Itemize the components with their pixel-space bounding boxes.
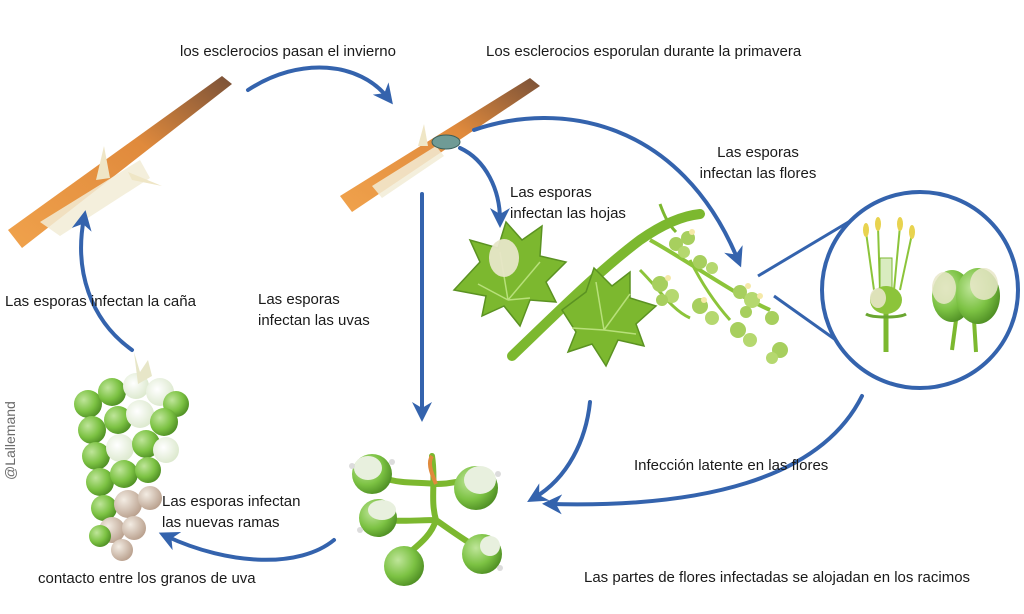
flower-clusters bbox=[652, 229, 788, 364]
infected-grape-cluster bbox=[74, 352, 189, 561]
young-grape-cluster bbox=[349, 453, 503, 586]
label-spores-infect-leaves-line2: infectan las hojas bbox=[510, 205, 626, 222]
label-sclerotia-sporulate: Los esclerocios esporulan durante la pri… bbox=[486, 43, 802, 60]
overwintering-cane bbox=[8, 76, 232, 248]
label-spores-infect-new-shoots-line1: Las esporas infectan bbox=[162, 493, 301, 510]
sporulating-cane bbox=[340, 78, 540, 212]
arrow-to-leaves bbox=[458, 146, 510, 228]
label-sclerotia-overwinter: los esclerocios pasan el invierno bbox=[180, 43, 396, 60]
infected-leaf bbox=[452, 220, 568, 328]
label-spores-infect-flowers: Las esporas infectan las flores bbox=[688, 142, 828, 184]
label-flower-parts-lodged: Las partes de flores infectadas se aloja… bbox=[584, 569, 971, 586]
label-spores-infect-grapes-line2: infectan las uvas bbox=[258, 312, 370, 329]
label-berry-contact: contacto entre los granos de uva bbox=[38, 570, 256, 587]
label-latent-infection: Infección latente en las flores bbox=[634, 457, 829, 474]
label-spores-infect-new-shoots-line2: las nuevas ramas bbox=[162, 514, 280, 531]
arrow-overwinter-to-spring bbox=[246, 65, 393, 105]
arrow-to-flowers bbox=[472, 115, 743, 268]
label-spores-infect-leaves: Las esporas infectan las hojas bbox=[510, 182, 626, 224]
label-spores-infect-grapes-line1: Las esporas bbox=[258, 291, 340, 308]
arrow-to-cane bbox=[71, 210, 134, 352]
label-spores-infect-leaves-line1: Las esporas bbox=[510, 184, 592, 201]
label-spores-infect-grapes: Las esporas infectan las uvas bbox=[258, 289, 370, 331]
arrow-latent-infection bbox=[542, 394, 864, 515]
label-spores-infect-flowers-line2: infectan las flores bbox=[699, 165, 817, 182]
label-spores-infect-new-shoots: Las esporas infectan las nuevas ramas bbox=[162, 491, 300, 533]
magnified-flower-view bbox=[757, 190, 1020, 390]
label-spores-infect-cane: Las esporas infectan la caña bbox=[5, 293, 196, 310]
credit-watermark: @Lallemand bbox=[2, 401, 18, 480]
label-spores-infect-flowers-line1: Las esporas bbox=[717, 144, 799, 161]
arrow-to-new-shoots bbox=[158, 532, 336, 562]
arrow-flower-parts-lodged bbox=[527, 400, 592, 503]
healthy-leaf bbox=[560, 266, 658, 368]
